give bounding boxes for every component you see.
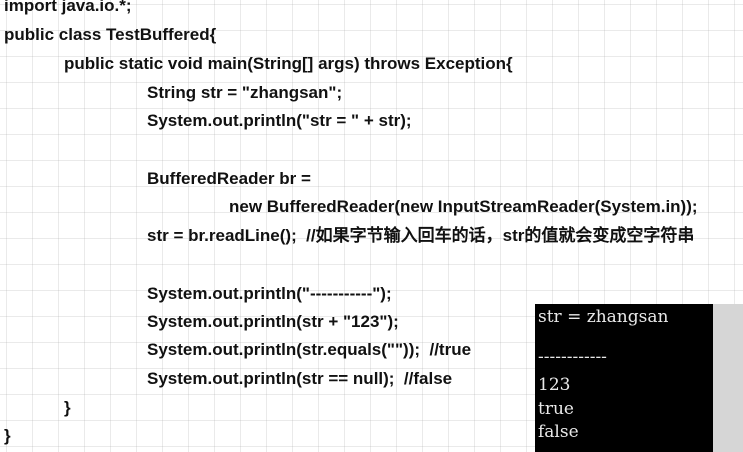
code-line-string-declaration: String str = "zhangsan"; [147, 83, 343, 102]
code-line-readline: str = br.readLine(); //如果字节输入回车的话，str的值就… [147, 226, 695, 245]
code-line-main-method: public static void main(String[] args) t… [64, 54, 513, 73]
console-line-false: false [538, 422, 579, 442]
code-line-class-declaration: public class TestBuffered{ [4, 25, 217, 44]
console-line-dashes: ------------ [538, 347, 607, 367]
code-line-print-concat: System.out.println(str + "123"); [147, 312, 399, 331]
code-line-print-str: System.out.println("str = " + str); [147, 111, 412, 130]
code-line-print-equals: System.out.println(str.equals("")); //tr… [147, 340, 472, 359]
code-line-new-buffered-reader: new BufferedReader(new InputStreamReader… [229, 197, 698, 216]
console-output-window: str = zhangsan ------------ 123 true fal… [535, 304, 713, 452]
code-line-close-method: } [64, 398, 71, 417]
console-side-panel [713, 304, 743, 452]
code-line-buffered-reader: BufferedReader br = [147, 169, 311, 188]
code-line-print-dashes: System.out.println("-----------"); [147, 284, 392, 303]
code-line-import: import java.io.*; [4, 0, 132, 15]
console-line-123: 123 [538, 375, 571, 395]
code-line-print-null-check: System.out.println(str == null); //false [147, 369, 453, 388]
console-line-str: str = zhangsan [538, 307, 669, 327]
console-line-true: true [538, 399, 574, 419]
code-line-close-class: } [4, 426, 11, 445]
